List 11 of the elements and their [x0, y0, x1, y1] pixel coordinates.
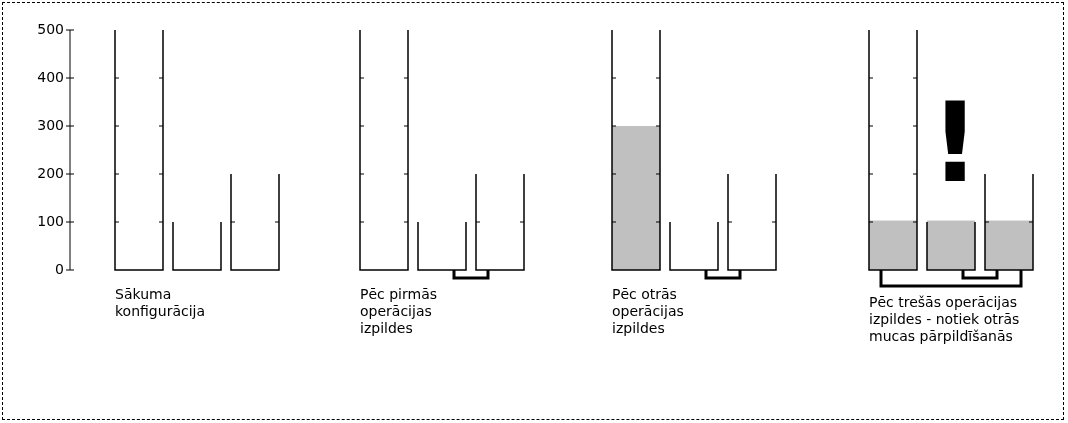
exclamation-mark: ! [930, 88, 981, 198]
axis-tick-label: 200 [36, 165, 64, 182]
caption: Pēc trešās operācijas izpildes - notiek otrās mucas pārpildīšanās [869, 294, 1021, 345]
axis-tick-label: 0 [54, 261, 64, 278]
axis-tick-label: 500 [36, 21, 64, 38]
caption: Sākuma konfigurācija [115, 286, 206, 320]
axis-tick-label: 400 [36, 69, 64, 86]
caption: Pēc otrās operācijas izpildes [612, 286, 685, 337]
axis-tick-label: 100 [36, 213, 64, 230]
axis-tick-label: 300 [36, 117, 64, 134]
caption: Pēc pirmās operācijas izpildes [360, 286, 438, 337]
